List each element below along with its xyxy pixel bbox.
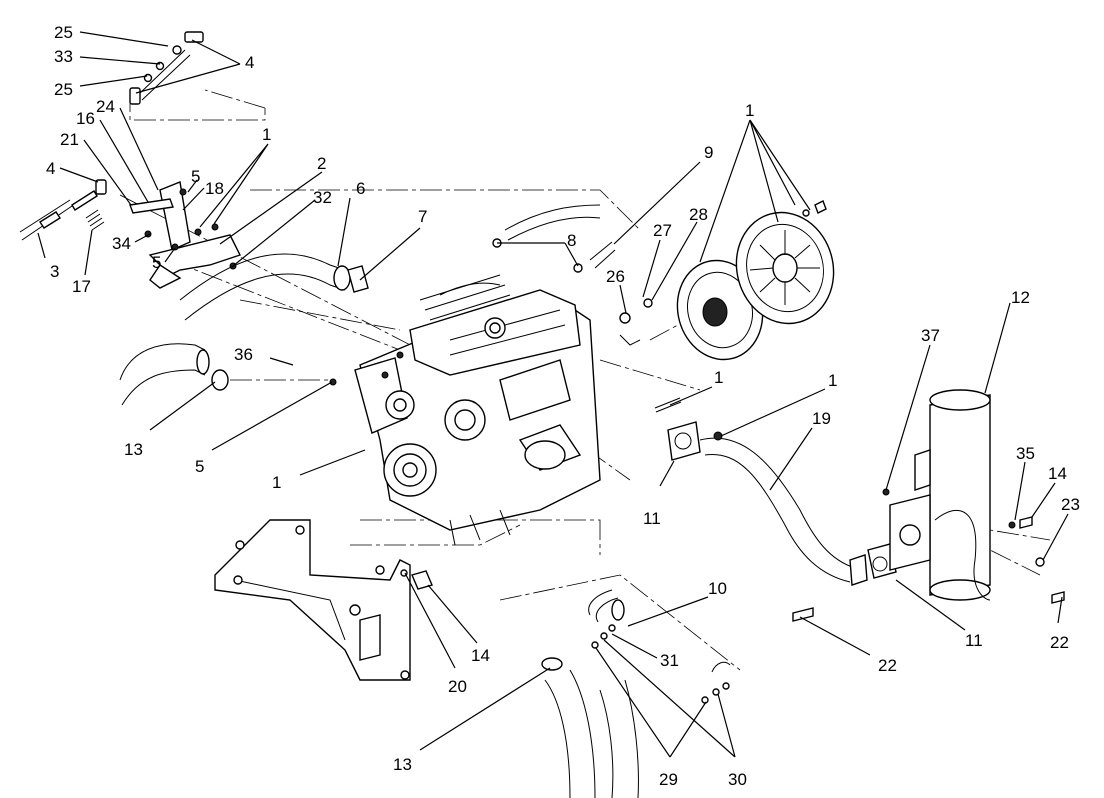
callout-24: 24 [96, 97, 115, 116]
callout-23: 23 [1061, 495, 1080, 514]
callout-1-engine: 1 [272, 473, 281, 492]
callout-21: 21 [60, 130, 79, 149]
callout-35: 35 [1016, 444, 1035, 463]
engine-block [329, 274, 601, 546]
callout-32: 32 [313, 188, 332, 207]
callout-12: 12 [1011, 288, 1030, 307]
callout-33: 33 [54, 47, 73, 66]
callout-1-nut: 1 [828, 371, 837, 390]
callout-8: 8 [567, 231, 576, 250]
callout-31: 31 [660, 651, 679, 670]
callout-18: 18 [205, 179, 224, 198]
callout-1-linkage: 1 [262, 125, 271, 144]
callout-17: 17 [72, 277, 91, 296]
callout-36: 36 [234, 345, 253, 364]
callout-13-upper: 13 [124, 440, 143, 459]
callout-22-pipe: 22 [878, 656, 897, 675]
callout-19: 19 [812, 409, 831, 428]
callout-7: 7 [418, 207, 427, 226]
callout-20: 20 [448, 677, 467, 696]
callout-27: 27 [653, 221, 672, 240]
callout-25-top: 25 [54, 23, 73, 42]
callout-11-right: 11 [965, 631, 983, 650]
clutch-assembly [492, 200, 835, 361]
callout-11-left: 11 [643, 509, 661, 528]
callout-14-frame: 14 [471, 646, 490, 665]
callout-3: 3 [50, 262, 59, 281]
callout-30: 30 [728, 770, 747, 789]
callout-25-bottom: 25 [54, 80, 73, 99]
callout-2: 2 [317, 154, 326, 173]
callout-5-linkage: 5 [152, 253, 161, 272]
callout-4-left: 4 [46, 159, 55, 178]
callout-13-lower: 13 [393, 755, 412, 774]
callout-1-clutch: 1 [745, 101, 754, 120]
throttle-linkage-assembly [19, 31, 241, 289]
callout-labels: 25 33 25 4 24 16 21 4 5 18 1 2 32 6 7 34… [46, 23, 1080, 789]
callout-16: 16 [76, 109, 95, 128]
callout-9: 9 [704, 143, 713, 162]
leader-lines [37, 31, 1069, 758]
callout-6: 6 [356, 179, 365, 198]
callout-5-engine: 5 [195, 457, 204, 476]
callout-5-top: 5 [191, 167, 200, 186]
callout-34: 34 [112, 234, 131, 253]
callout-4-top: 4 [245, 53, 254, 72]
callout-14-right: 14 [1048, 464, 1067, 483]
mounting-frame [214, 519, 433, 681]
callout-22-right: 22 [1050, 633, 1069, 652]
hoses [119, 204, 616, 406]
exhaust-assembly [654, 389, 1065, 622]
callout-29: 29 [659, 770, 678, 789]
callout-28: 28 [689, 205, 708, 224]
callout-1-stud: 1 [714, 368, 723, 387]
callout-37: 37 [921, 326, 940, 345]
lower-hoses [541, 589, 731, 798]
callout-26: 26 [606, 267, 625, 286]
callout-10: 10 [708, 579, 727, 598]
